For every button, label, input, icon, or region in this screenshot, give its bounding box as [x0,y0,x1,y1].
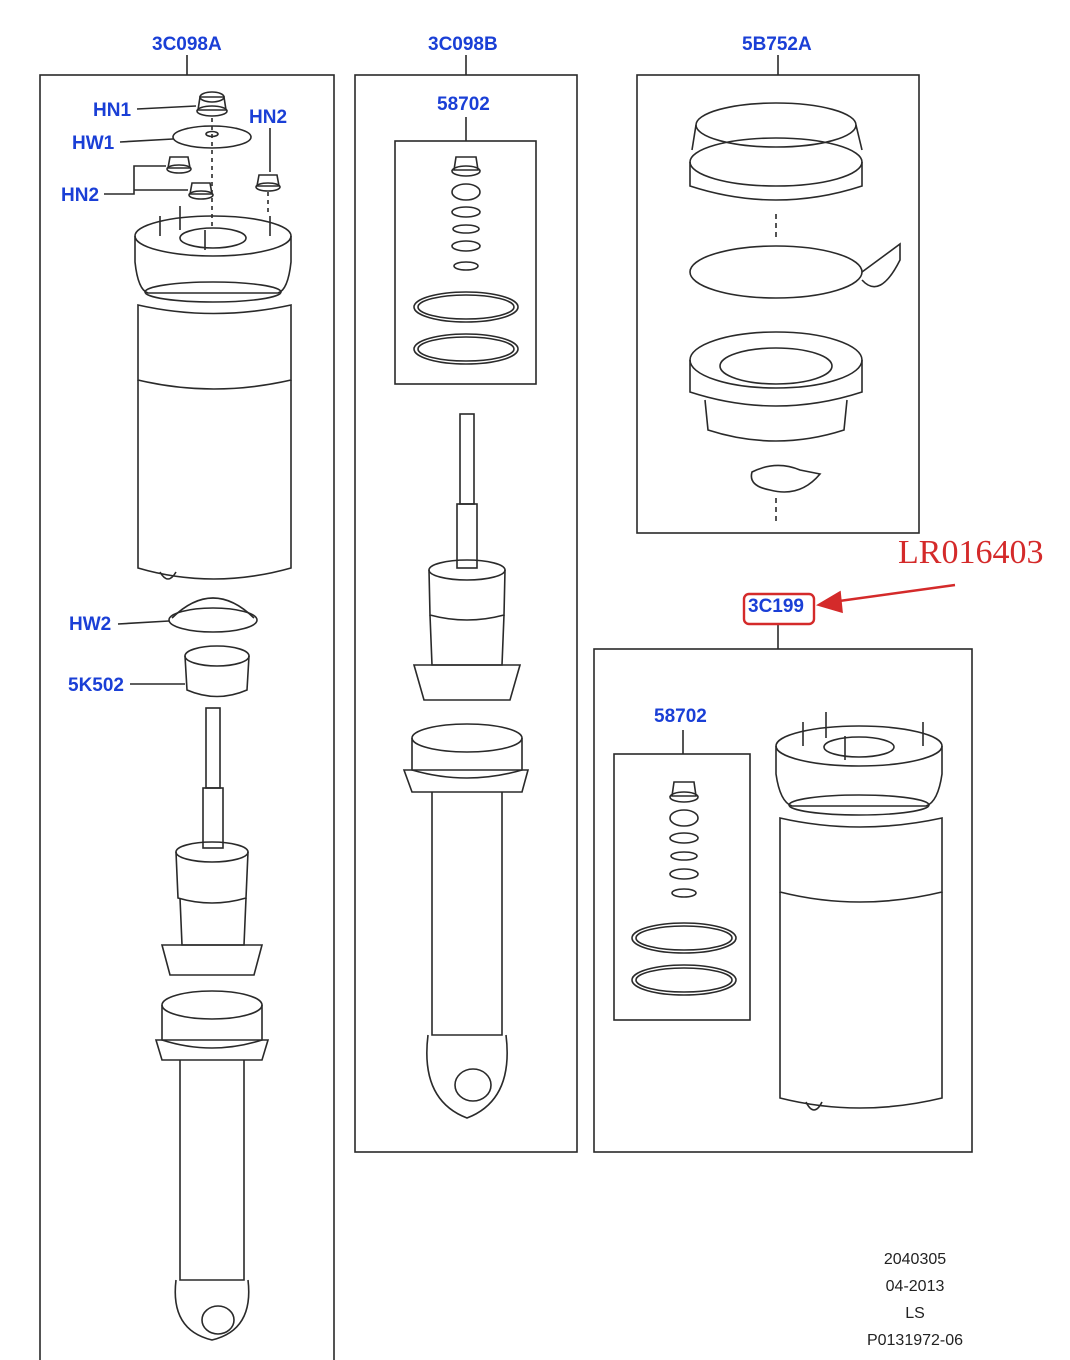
seal-kit-upper-items [413,156,519,365]
air-spring-right [775,712,943,1111]
hw2-bump-cup [168,597,258,633]
highlight-box-3c199 [742,592,816,626]
hn2-nut-right [255,174,281,192]
damper-strut [402,413,530,1119]
group-frame-3c199 [593,648,973,1153]
info-reference: P0131972-06 [866,1332,964,1349]
hn1-nut [196,91,228,117]
hn2-nut-left [166,156,214,200]
damper-left [154,707,270,1341]
group-frame-3c098b [354,74,578,1153]
info-model: LS [905,1305,925,1322]
bellows-kit-items [689,102,901,522]
label-seal-kit-upper: 58702 [437,94,490,115]
label-5b752a: 5B752A [742,34,812,55]
label-3c098a: 3C098A [152,34,222,55]
label-3c199: 3C199 [748,596,804,617]
label-3c098b: 3C098B [428,34,498,55]
seal-kit-frame-lower [613,753,751,1021]
seal-kit-lower-items [631,781,737,996]
label-hn1: HN1 [93,100,132,121]
label-hn2-right: HN2 [249,107,288,128]
part-number-annotation: LR016403 [898,534,1044,571]
group-frame-5b752a [636,74,920,534]
annotation-arrow-head [816,590,843,614]
label-5k502: 5K502 [68,675,124,696]
air-spring-left [134,206,292,580]
label-hn2-left: HN2 [61,185,100,206]
label-hw1: HW1 [72,133,115,154]
label-seal-kit-lower: 58702 [654,706,707,727]
info-date: 04-2013 [885,1278,945,1295]
5k502-bump-stop [184,645,250,698]
info-code: 2040305 [883,1251,947,1268]
label-hw2: HW2 [69,614,112,635]
annotation-arrow-line [831,583,956,604]
